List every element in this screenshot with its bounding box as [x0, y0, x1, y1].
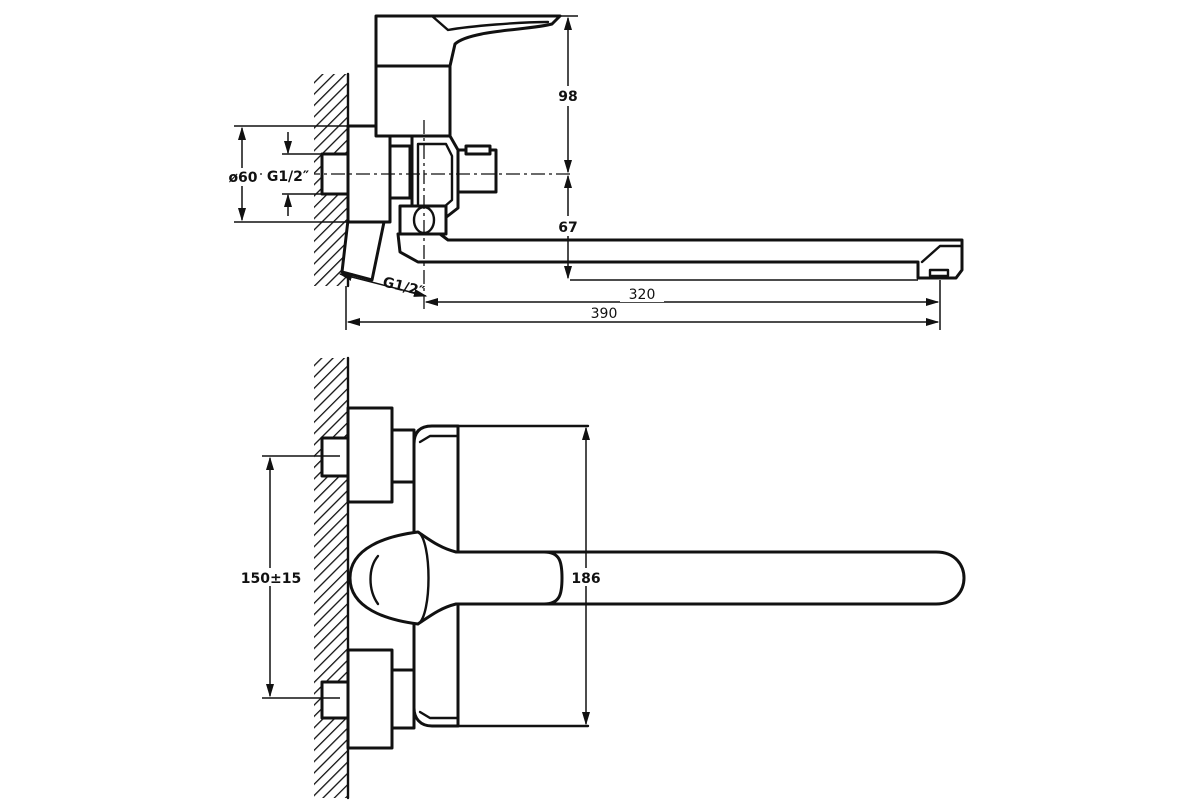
body-shoulder-upper [418, 434, 460, 444]
spout-top [428, 550, 966, 606]
aerator [928, 268, 950, 278]
diverter-knob [456, 148, 498, 194]
label-bg-390 [582, 304, 626, 321]
label-bg-g [262, 166, 314, 184]
nut-lower [390, 668, 416, 730]
eccentric-fitting [340, 218, 386, 282]
connector-nut-side [388, 144, 412, 200]
dim-label-outlet-thread: G1/2″ [381, 274, 426, 300]
dim-label-390: 390 [591, 306, 618, 322]
label-bg-d60 [226, 168, 260, 186]
lever-handle-top [348, 530, 564, 626]
body-shoulder-lower [418, 710, 460, 720]
spout-side [396, 232, 964, 280]
label-bg-186 [568, 568, 602, 586]
dim-label-diameter: ø60 [228, 170, 257, 186]
flange-upper [346, 406, 394, 504]
dim-label-inlet-thread: G1/2″ [267, 169, 309, 185]
label-bg-150 [244, 568, 298, 586]
top-view: 150±15 186 [241, 356, 966, 800]
spout-tip [920, 244, 964, 264]
dim-label-320: 320 [629, 287, 656, 303]
dim-label-67: 67 [558, 220, 577, 236]
lever-inner-curve [369, 554, 380, 606]
dim-label-150: 150±15 [241, 571, 301, 587]
label-bg-67 [554, 216, 582, 236]
leader-outlet-thread [338, 273, 428, 297]
shower-outlet-nut [398, 204, 448, 236]
inlet-stub-lower [320, 680, 350, 720]
lever-handle-side [374, 14, 562, 68]
lever-cap-curve [416, 530, 430, 626]
nut-upper [390, 428, 416, 484]
flange-lower [346, 648, 394, 750]
inlet-stub-upper [320, 436, 350, 478]
label-bg-320 [620, 284, 664, 302]
dim-label-98: 98 [558, 89, 577, 105]
side-view: 98 67 ø60 G1/2″ G1/2″ 320 390 [226, 14, 964, 330]
mixer-body-column [374, 62, 452, 138]
label-bg-98 [554, 86, 582, 106]
dim-label-186: 186 [571, 571, 600, 587]
wall-hatch-top [314, 358, 348, 798]
lever-handle-edge [430, 14, 550, 32]
diverter-knob-cap [464, 144, 492, 156]
